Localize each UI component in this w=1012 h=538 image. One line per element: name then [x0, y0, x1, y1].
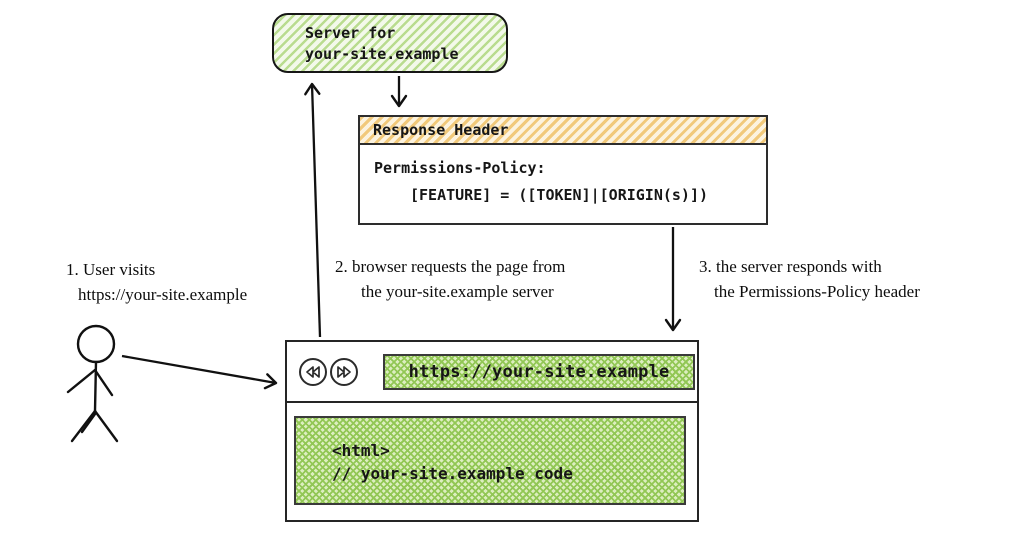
arrow-user-to-browser	[121, 354, 278, 390]
step-label-2: 2. browser requests the page from the yo…	[335, 254, 565, 304]
step1-line2: https://your-site.example	[78, 285, 248, 304]
stick-figure-left-arm	[66, 368, 97, 394]
back-double-chevron-icon	[306, 365, 320, 378]
forward-double-chevron-icon	[337, 365, 351, 378]
step-label-3: 3. the server responds with the Permissi…	[699, 254, 920, 304]
arrow-browser-to-server	[304, 82, 322, 338]
url-text: https://your-site.example	[408, 361, 670, 382]
step2-line1: 2. browser requests the page from	[335, 257, 566, 276]
page-code-box: <html> // your-site.example code	[294, 416, 686, 505]
response-header-title: Response Header	[360, 117, 766, 145]
step-label-1: 1. User visits https://your-site.example	[66, 257, 247, 307]
stick-figure-inner-leg	[80, 412, 97, 434]
back-button	[299, 357, 327, 386]
browser-viewport: <html> // your-site.example code	[287, 403, 697, 520]
response-header-body: Permissions-Policy: [FEATURE] = ([TOKEN]…	[360, 145, 766, 223]
server-box: Server for your-site.example	[272, 13, 508, 73]
step3-line1: 3. the server responds with	[699, 257, 882, 276]
server-label-line1: Server for	[305, 24, 396, 42]
forward-button	[330, 357, 358, 386]
policy-name: Permissions-Policy:	[374, 159, 546, 177]
browser-window: https://your-site.example <html> // your…	[285, 340, 699, 522]
stick-figure-right-arm	[93, 368, 114, 397]
server-label-line2: your-site.example	[305, 45, 459, 63]
policy-value: [FEATURE] = ([TOKEN]|[ORIGIN(s)])	[410, 186, 709, 204]
stick-figure-left-leg	[70, 409, 97, 443]
step1-line1: 1. User visits	[66, 260, 156, 279]
step3-line2: the Permissions-Policy header	[714, 282, 920, 301]
step2-line2: the your-site.example server	[361, 282, 554, 301]
stick-figure-right-leg	[93, 409, 119, 443]
url-bar: https://your-site.example	[383, 353, 695, 390]
stick-figure-user	[66, 324, 119, 443]
stick-figure-head	[76, 324, 116, 364]
browser-toolbar: https://your-site.example	[287, 342, 697, 403]
code-line2: // your-site.example code	[332, 464, 573, 483]
code-line1: <html>	[332, 441, 390, 460]
response-header-box: Response Header Permissions-Policy: [FEA…	[358, 115, 768, 225]
